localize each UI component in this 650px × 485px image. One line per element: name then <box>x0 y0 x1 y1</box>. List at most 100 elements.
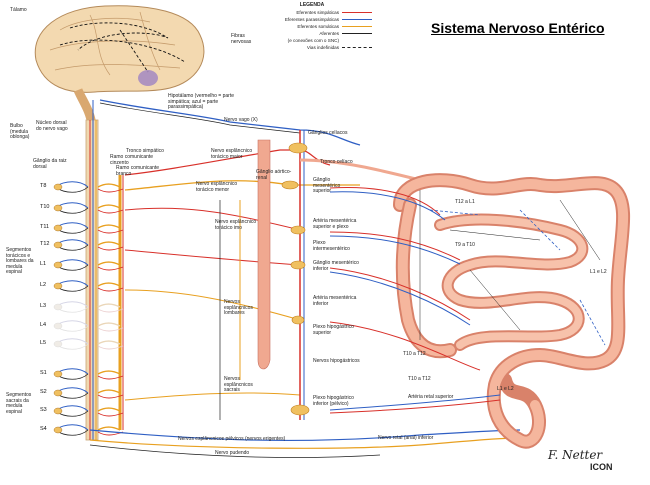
dorsal-root-ganglion <box>53 370 63 378</box>
legend-item-label: (e conexões com o SNC) <box>287 38 339 43</box>
label-art-mes-superior: Artéria mesentérica superior e plexo <box>313 218 357 230</box>
label-espl-imo: Nervo esplâncnico torácico imo <box>215 219 257 231</box>
segment-label: L2 <box>40 282 47 288</box>
dorsal-root-ganglion <box>53 241 63 249</box>
nerve-trunks <box>89 99 521 458</box>
segment-root <box>97 412 124 417</box>
legend-item: Vias indefinidas <box>252 44 372 51</box>
segment-label: T11 <box>40 224 50 230</box>
segment-label: S1 <box>40 370 47 376</box>
dorsal-root-ganglion <box>53 204 63 212</box>
segment-label: T8 <box>40 183 47 189</box>
label-ganglio-raiz: Gânglio da raiz dorsal <box>33 158 67 170</box>
intestines-drawing <box>393 173 631 449</box>
segment-root <box>97 370 121 375</box>
segment-root <box>97 229 124 234</box>
legend-item: Eferentes simpáticas <box>252 9 372 16</box>
dorsal-root-ganglion <box>53 303 63 311</box>
ganglia <box>281 142 310 416</box>
segment-label: S4 <box>40 426 47 432</box>
legend-item-label: Vias indefinidas <box>306 45 339 50</box>
label-nervos-hipog: Nervos hipogástricos <box>313 358 360 364</box>
spinal-cord <box>85 100 124 441</box>
label-hipog-superior: Plexo hipogástrico superior <box>313 324 354 336</box>
segment-roots <box>53 181 124 436</box>
legend-item-label: Aferentes <box>319 31 339 36</box>
label-ramo-cinzento: Ramo comunicante cinzento <box>110 154 154 166</box>
label-ganglio-aortico: Gânglio aórtico-renal <box>256 169 292 181</box>
segment-root <box>97 224 121 229</box>
label-vago: Nervo vago (X) <box>224 117 258 123</box>
segment-root <box>97 282 121 287</box>
legend-item: (e conexões com o SNC) <box>252 37 372 44</box>
label-nucleo: Núcleo dorsal do nervo vago <box>36 120 68 132</box>
segment-root <box>97 340 121 345</box>
legend-swatch <box>342 40 372 41</box>
legend-swatch <box>342 33 372 34</box>
label-mes-superior: Gânglio mesentérico superior <box>313 177 341 195</box>
artist-signature: F. Netter <box>548 448 603 462</box>
legend-swatch <box>342 47 372 48</box>
label-segmentos-sacrais: Segmentos sacrais da medula espinal <box>6 392 32 415</box>
segment-root <box>97 322 121 327</box>
segment-root <box>97 209 124 214</box>
label-t10-t12-b: T10 a T12 <box>408 376 431 382</box>
segment-root <box>97 407 121 412</box>
label-art-retal: Artéria retal superior <box>408 394 454 400</box>
label-plexo-inter: Plexo intermesentérico <box>313 240 350 252</box>
legend-item: Aferentes <box>252 30 372 37</box>
label-tronco-celiaco: Tronco celíaco <box>320 159 353 165</box>
segment-root <box>97 183 121 188</box>
label-espl-sacrais: Nervos esplâncnicos sacrais <box>224 376 253 394</box>
legend-heading: LEGENDA <box>299 2 325 8</box>
label-art-mes-inferior: Artéria mesentérica inferior <box>313 295 357 307</box>
segment-root <box>97 188 124 193</box>
dorsal-root-ganglion <box>53 261 63 269</box>
label-bulbo: Bulbo (medula oblonga) <box>10 123 30 141</box>
label-fibras: Fibras nervosas <box>231 33 252 45</box>
legend-swatch <box>342 26 372 27</box>
label-talamo: Tálamo <box>10 7 27 13</box>
gut-innervation <box>329 187 606 414</box>
label-ganglios-celiacos: Gânglios celíacos <box>308 130 348 136</box>
dorsal-root-ganglion <box>53 340 63 348</box>
dorsal-root-ganglion <box>53 224 63 232</box>
dorsal-root-ganglion <box>53 183 63 191</box>
segment-root <box>97 345 124 350</box>
label-ramo-branco: Ramo comunicante branco <box>116 165 160 177</box>
dorsal-root-ganglion <box>53 389 63 397</box>
segment-label: L5 <box>40 340 47 346</box>
label-espl-pelvicos: Nervos esplâncnicos pélvicos (nervos eri… <box>178 436 286 442</box>
dorsal-root-ganglion <box>53 407 63 415</box>
segment-root <box>97 308 124 313</box>
segment-root <box>97 426 121 431</box>
label-l1-l2-right: L1 e L2 <box>590 269 607 275</box>
segment-label: L4 <box>40 322 47 328</box>
segment-root <box>97 261 121 266</box>
dorsal-root-ganglion <box>53 282 63 290</box>
segment-root <box>97 204 121 209</box>
dorsal-root-ganglion <box>53 426 63 434</box>
label-pudendo: Nervo pudendo <box>215 450 250 456</box>
label-mes-inferior: Gânglio mesentérico inferior <box>313 260 359 272</box>
segment-root <box>97 389 121 394</box>
legend-swatch <box>342 19 372 20</box>
label-retal-inferior: Nervo retal (anal) inferior <box>378 435 434 441</box>
segment-root <box>97 241 121 246</box>
segment-root <box>97 287 124 292</box>
segment-root <box>97 394 124 399</box>
legend-item-label: Eferentes somáticas <box>297 24 339 29</box>
dorsal-root-ganglion <box>53 322 63 330</box>
brain-drawing <box>34 5 205 126</box>
segment-label: T12 <box>40 241 50 247</box>
label-t9-t10: T9 a T10 <box>455 242 475 248</box>
label-espl-lombares: Nervos esplâncnicos lombares <box>224 299 253 317</box>
label-t10-t12-a: T10 a T12 <box>403 351 426 357</box>
segment-root <box>97 327 124 332</box>
segment-label: L3 <box>40 303 47 309</box>
label-espl-maior: Nervo esplâncnico torácico maior <box>211 148 253 160</box>
label-espl-menor: Nervo esplâncnico torácico menor <box>196 181 238 193</box>
